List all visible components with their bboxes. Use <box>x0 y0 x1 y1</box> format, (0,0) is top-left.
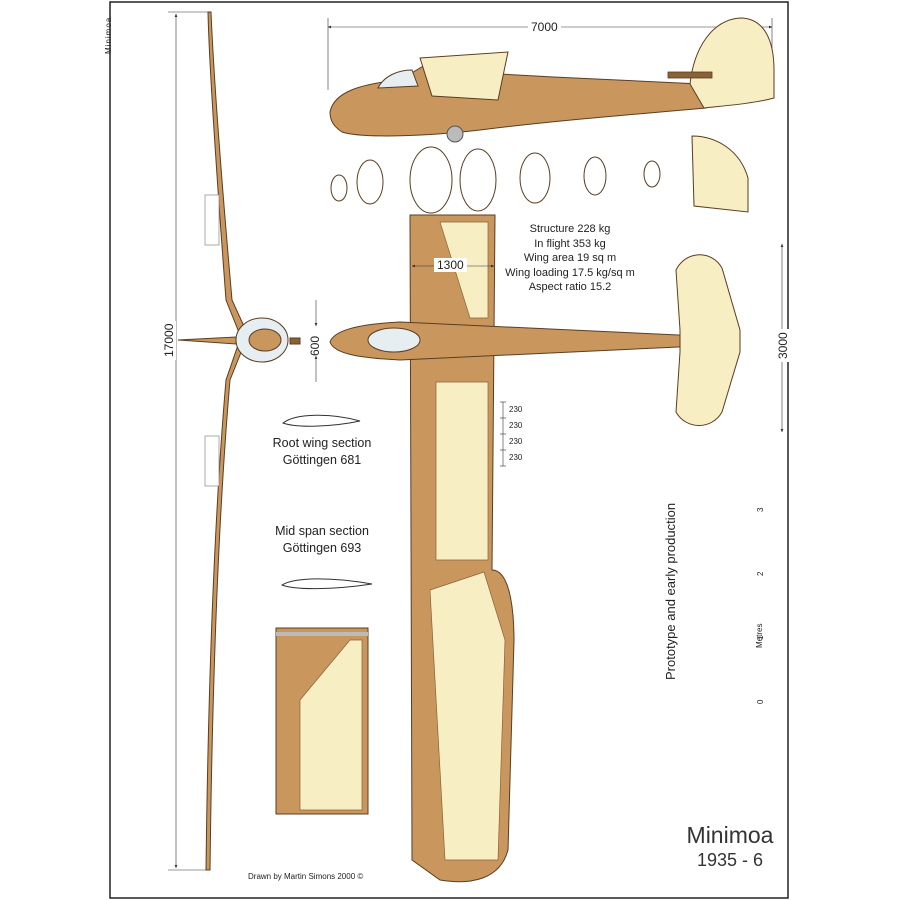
front-tailplane-right <box>289 337 301 345</box>
title-block: Minimoa 1935 - 6 <box>675 822 785 871</box>
section-4 <box>459 148 497 212</box>
rib-spacing-2: 230 <box>509 421 523 430</box>
side-canopy <box>377 69 419 89</box>
front-aileron-top <box>204 194 220 246</box>
plan-wing-structure-mid <box>435 381 489 561</box>
rib-spacing-4: 230 <box>509 453 523 462</box>
aircraft-years: 1935 - 6 <box>696 850 764 870</box>
tailplane-dimension: 3000 <box>776 329 790 362</box>
mid-section-title: Mid span section <box>275 524 369 538</box>
side-fuselage <box>329 57 707 137</box>
wing-detail-spar <box>276 632 368 636</box>
plan-canopy <box>367 327 421 353</box>
root-section-title: Root wing section <box>272 436 372 450</box>
stat-wing-area: Wing area 19 sq m <box>523 252 617 265</box>
span-dimension: 17000 <box>162 320 176 360</box>
mid-section-label: Mid span section Göttingen 693 <box>262 523 382 557</box>
section-3 <box>409 146 453 214</box>
wing-detail-panel <box>275 627 369 815</box>
drawing-credit: Drawn by Martin Simons 2000 © <box>248 872 364 881</box>
scale-tick-0: 0 <box>756 699 765 704</box>
rudder-detail <box>691 135 749 213</box>
side-wing-root <box>419 51 509 101</box>
wing-detail-structure <box>299 639 363 811</box>
plan-view <box>329 214 701 883</box>
stats-block: Structure 228 kg In flight 353 kg Wing a… <box>500 222 640 295</box>
rib-spacing-1: 230 <box>509 405 523 414</box>
side-tailplane <box>667 71 713 79</box>
stat-structure: Structure 228 kg <box>529 223 611 235</box>
length-dimension: 7000 <box>528 20 561 34</box>
root-wing-profile <box>281 414 361 427</box>
section-7 <box>643 160 661 188</box>
scale-tick-1: 1 <box>756 635 765 640</box>
section-5 <box>519 152 551 204</box>
side-fin <box>689 17 775 109</box>
variant-label: Prototype and early production <box>663 502 678 680</box>
section-1 <box>330 174 348 202</box>
side-view <box>327 17 775 143</box>
section-2 <box>356 159 384 205</box>
sheet-border <box>109 1 789 899</box>
root-section-label: Root wing section Göttingen 681 <box>262 435 382 469</box>
scale-tick-3: 3 <box>756 507 765 512</box>
stat-in-flight: In flight 353 kg <box>534 237 606 250</box>
sheet-label: Minimoa <box>104 16 113 54</box>
stat-wing-loading: Wing loading 17.5 kg/sq m <box>505 266 635 279</box>
stat-aspect-ratio: Aspect ratio 15.2 <box>528 281 612 294</box>
root-section-profile: Göttingen 681 <box>282 453 362 467</box>
fuselage-sections <box>330 146 661 214</box>
plan-wing-structure-tip <box>429 571 506 861</box>
front-nose <box>248 328 282 352</box>
side-wheel <box>446 125 464 143</box>
rib-spacing-ticks <box>500 401 506 467</box>
front-aileron-bottom <box>204 435 220 487</box>
plan-tailplane <box>675 254 741 426</box>
section-6 <box>583 156 607 196</box>
front-view <box>168 11 318 871</box>
aircraft-title: Minimoa <box>686 822 774 848</box>
height-dimension: 600 <box>308 335 322 356</box>
rib-spacing-3: 230 <box>509 437 523 446</box>
mid-wing-profile <box>280 578 373 590</box>
chord-dimension: 1300 <box>434 258 467 272</box>
front-tailplane <box>177 336 237 345</box>
scale-tick-2: 2 <box>756 571 765 576</box>
mid-section-profile: Göttingen 693 <box>282 541 362 555</box>
